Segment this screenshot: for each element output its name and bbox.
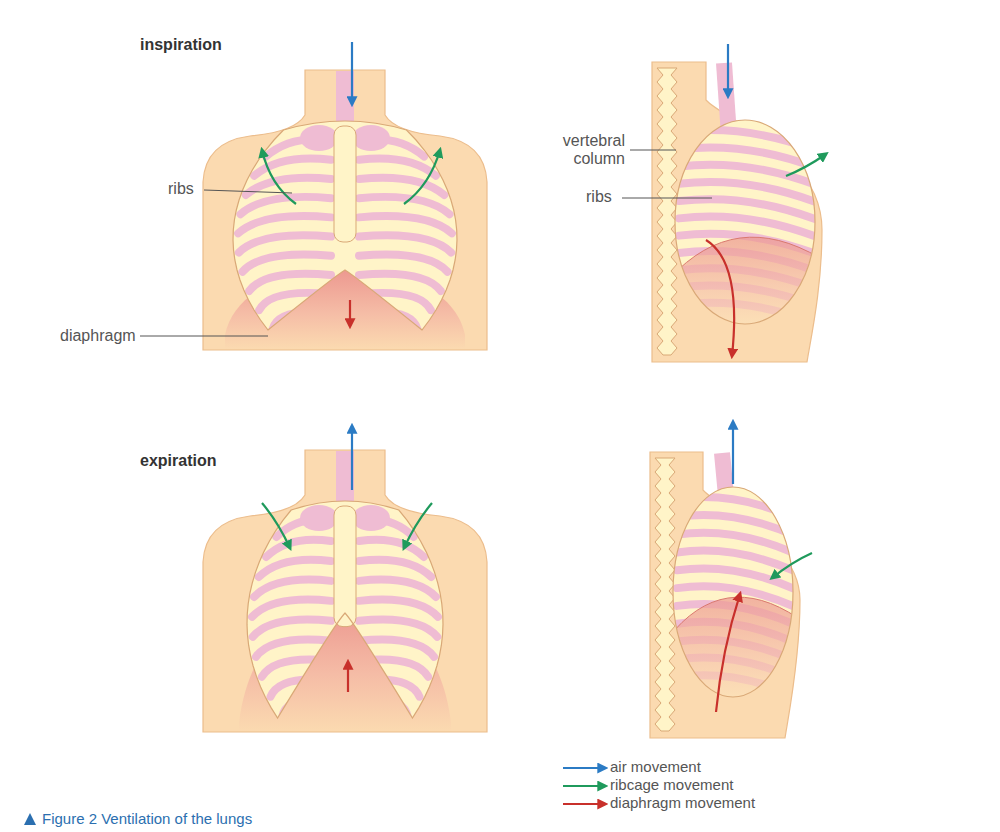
torso-side-outline xyxy=(652,62,822,362)
torso-outline xyxy=(203,70,487,350)
lung-between-ribs xyxy=(238,216,331,233)
lung-between-ribs xyxy=(254,580,331,597)
ribcage-outline xyxy=(673,487,793,697)
lung-between-ribs xyxy=(249,274,331,291)
part-label: ribs xyxy=(586,188,612,206)
part-label: diaphragm xyxy=(60,327,136,345)
vertebral-column xyxy=(655,458,675,731)
air-arrow xyxy=(563,767,605,769)
lung-gaps xyxy=(668,497,798,702)
lung-between-ribs xyxy=(253,620,331,637)
lung-between-ribs xyxy=(359,540,424,557)
ribcage xyxy=(233,121,457,330)
sternum xyxy=(334,506,356,627)
figure-caption: Figure 2 Ventilation of the lungs xyxy=(42,810,252,828)
dia-arrow xyxy=(349,300,351,326)
rib-arrow xyxy=(262,503,290,548)
lung-between-ribs xyxy=(359,274,441,291)
air-arrow xyxy=(351,42,353,104)
lung-apex xyxy=(352,505,390,531)
rib-arrow xyxy=(563,785,605,787)
legend-samples xyxy=(563,768,605,804)
lung-apex xyxy=(300,125,338,151)
ribcage-outline xyxy=(247,501,443,718)
ribcage xyxy=(247,501,443,718)
lung-between-ribs xyxy=(240,197,331,214)
leader-line xyxy=(140,336,268,337)
rib-arrow xyxy=(404,150,440,204)
legend-entry: air movement xyxy=(610,758,701,776)
rib-arrow xyxy=(772,553,812,578)
lung-between-ribs xyxy=(242,254,331,271)
air-arrow xyxy=(727,44,729,96)
diaphragm-dome xyxy=(225,268,465,349)
lung-between-ribs xyxy=(359,254,448,271)
lung-between-ribs xyxy=(359,235,451,252)
lung-apex xyxy=(352,125,390,151)
lung-between-ribs xyxy=(272,312,331,329)
part-label: vertebral column xyxy=(545,132,625,168)
lung-between-ribs xyxy=(359,158,436,175)
legend-entry: ribcage movement xyxy=(610,776,733,794)
lung-gaps xyxy=(670,130,820,329)
torso-side-outline xyxy=(650,452,800,738)
diaphragm-edge xyxy=(670,237,820,278)
lung-between-ribs xyxy=(259,560,331,577)
lung-between-ribs xyxy=(246,178,331,195)
caption-triangle xyxy=(24,813,36,825)
dia-arrow xyxy=(563,803,605,805)
ribcage-outline xyxy=(675,120,815,324)
lung-between-ribs xyxy=(359,312,418,329)
air-arrow xyxy=(732,422,734,484)
front-view xyxy=(203,42,487,350)
lung-between-ribs xyxy=(252,600,331,617)
sternum xyxy=(334,126,356,242)
lung-between-ribs xyxy=(359,216,452,233)
dia-arrow xyxy=(706,240,734,356)
lung-between-ribs xyxy=(359,178,444,195)
rib-arrow xyxy=(786,154,826,176)
leader-lines xyxy=(140,150,712,336)
lung-apex xyxy=(300,505,338,531)
lung-between-ribs xyxy=(270,679,331,696)
leader-line xyxy=(204,190,292,193)
lung-gaps xyxy=(238,125,452,329)
rib-arrow xyxy=(262,150,296,204)
ribcage-outline xyxy=(233,121,457,330)
torso-outline xyxy=(203,450,487,732)
lung-between-ribs xyxy=(266,540,331,557)
lung-between-ribs xyxy=(359,600,438,617)
side-view xyxy=(650,422,812,738)
legend-entry: diaphragm movement xyxy=(610,794,755,812)
lung-between-ribs xyxy=(359,640,434,657)
lung-between-ribs xyxy=(239,235,331,252)
lung-between-ribs xyxy=(359,679,420,696)
vertebral-column xyxy=(657,68,677,355)
lung-between-ribs xyxy=(282,699,331,716)
leader-line xyxy=(630,150,676,151)
lung-between-ribs xyxy=(359,699,408,716)
view-heading: expiration xyxy=(140,452,216,470)
rib-arrow xyxy=(404,503,432,548)
lung-between-ribs xyxy=(262,659,331,676)
front-view xyxy=(203,426,487,732)
lung-between-ribs xyxy=(256,640,331,657)
view-heading: inspiration xyxy=(140,36,222,54)
lung-between-ribs xyxy=(359,560,431,577)
lung-between-ribs xyxy=(359,197,450,214)
dia-arrow xyxy=(716,594,740,712)
side-view xyxy=(652,44,826,362)
diaphragm-region xyxy=(670,237,820,329)
leader-line xyxy=(622,198,712,199)
lung-between-ribs xyxy=(359,659,428,676)
part-label: ribs xyxy=(168,180,194,198)
diaphragm-region xyxy=(668,597,798,702)
dia-arrow xyxy=(347,662,349,692)
lung-between-ribs xyxy=(359,620,437,637)
lung-between-ribs xyxy=(359,580,436,597)
air-arrow xyxy=(351,426,353,490)
